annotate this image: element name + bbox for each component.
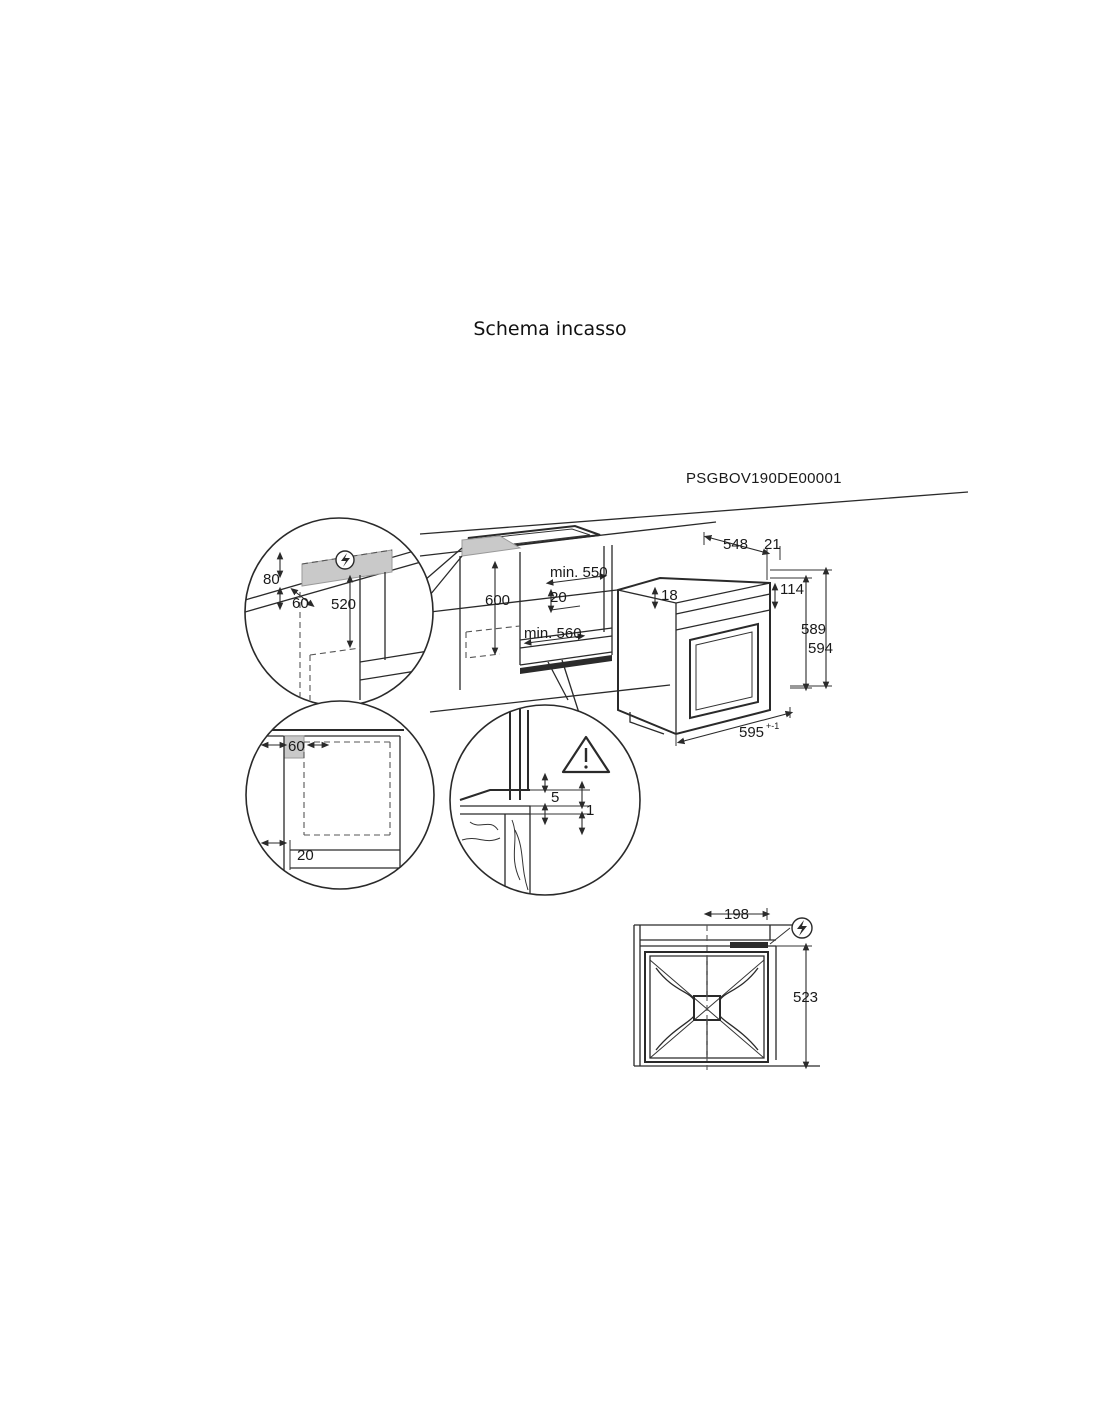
cabinet-scene (419, 491, 969, 713)
dim-523: 523 (793, 989, 818, 1006)
dim-min-560: min. 560 (524, 625, 582, 642)
warning-triangle-icon (561, 735, 611, 774)
dim-60-top: 60 (292, 595, 309, 612)
dim-600: 600 (485, 592, 510, 609)
top-view (633, 908, 820, 1070)
dim-589: 589 (801, 621, 826, 638)
detail-circle-ventilation (449, 704, 641, 896)
dim-18: 18 (661, 587, 678, 604)
dim-20: 20 (550, 589, 567, 606)
dim-114: 114 (780, 581, 804, 598)
page-title: Schema incasso (473, 318, 627, 340)
diagram-code: PSGBOV190DE00001 (686, 470, 842, 487)
dim-20-side: 20 (297, 847, 314, 864)
dim-548: 548 (723, 536, 748, 553)
dim-520: 520 (331, 596, 356, 613)
electric-connection-icon (335, 550, 355, 570)
oven (617, 532, 832, 746)
dim-80: 80 (263, 571, 280, 588)
dim-594: 594 (808, 640, 833, 657)
dim-595-tolerance: +-1 (766, 721, 779, 731)
electric-connection-icon (791, 917, 813, 939)
dim-198: 198 (724, 906, 749, 923)
dim-min-550: min. 550 (550, 564, 608, 581)
dim-1: 1 (586, 802, 594, 819)
dim-21: 21 (764, 536, 781, 553)
dim-595: 595 (739, 724, 764, 741)
dim-60-side: 60 (288, 738, 305, 755)
dim-5: 5 (551, 789, 559, 806)
